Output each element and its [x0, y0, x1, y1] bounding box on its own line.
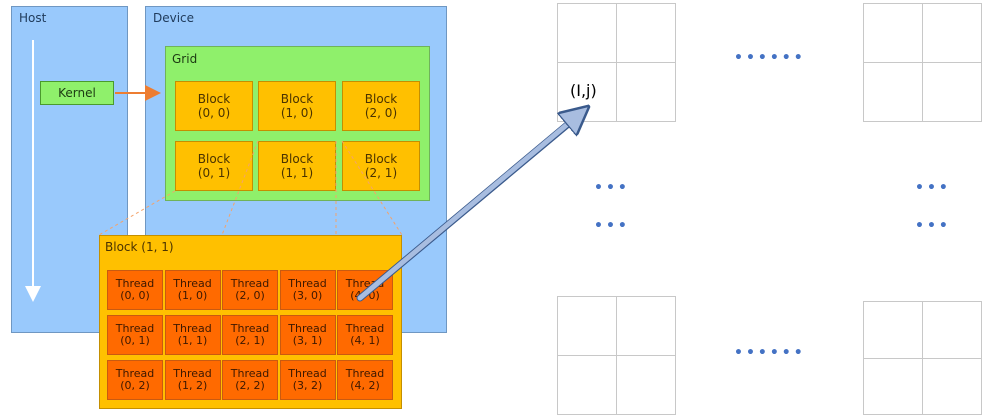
block-label: Block: [280, 152, 314, 166]
thread-index: (4, 1): [350, 334, 380, 347]
thread-label: Thread: [345, 322, 385, 335]
thread-cell: Thread(0, 0): [107, 270, 163, 310]
grid-block: Block (2, 1): [342, 141, 420, 191]
thread-index: (0, 0): [120, 289, 150, 302]
thread-label: Thread: [288, 322, 327, 335]
thread-label: Thread: [115, 367, 155, 380]
ellipsis-right-1: •••: [915, 180, 951, 196]
ellipsis-right-2: •••: [915, 218, 951, 234]
thread-index: (1, 2): [177, 379, 208, 392]
thread-cell: Thread(1, 0): [164, 270, 221, 310]
block-index: (0, 1): [197, 166, 231, 180]
block-index: (0, 0): [197, 106, 231, 120]
block-index: (2, 0): [364, 106, 398, 120]
ellipsis-bottom: ••••••: [734, 345, 806, 361]
ellipsis-top: ••••••: [734, 50, 806, 66]
block-label: Block: [364, 152, 398, 166]
thread-cell: Thread(2, 0): [222, 270, 278, 310]
matrix-cell-bottom-right: [863, 301, 982, 415]
grid-block: Block (1, 1): [258, 141, 336, 191]
thread-index: (2, 1): [235, 334, 265, 347]
zoom-connector: [341, 140, 403, 236]
thread-label: Thread: [173, 322, 212, 335]
thread-index: (3, 1): [292, 334, 323, 347]
grid-title: Grid: [172, 52, 198, 66]
thread-label: Thread: [173, 367, 212, 380]
thread-label: Thread: [230, 367, 270, 380]
thread-index: (0, 1): [120, 334, 150, 347]
matrix-cell-top-left: [557, 3, 676, 122]
kernel-box: Kernel: [40, 81, 114, 105]
zoom-connector: [98, 190, 176, 236]
matrix-cell-bottom-left: [557, 296, 676, 415]
block-index: (1, 0): [280, 106, 314, 120]
thread-cell: Thread(0, 2): [107, 360, 163, 400]
thread-cell: Thread(3, 2): [279, 360, 336, 400]
thread-index: (3, 0): [292, 289, 323, 302]
host-panel: Host: [11, 6, 128, 333]
thread-cell: Thread(1, 1): [164, 315, 221, 355]
cell-divider: [558, 355, 675, 356]
thread-index: (2, 0): [235, 289, 265, 302]
ellipsis-left-1: •••: [594, 180, 630, 196]
thread-index: (4, 2): [350, 379, 380, 392]
thread-cell: Thread(4, 2): [337, 360, 393, 400]
zoom-connector: [221, 140, 259, 236]
host-title: Host: [19, 11, 47, 25]
ellipsis-left-2: •••: [594, 218, 630, 234]
block-label: Block: [280, 92, 314, 106]
thread-label: Thread: [115, 322, 155, 335]
thread-label: Thread: [345, 367, 385, 380]
thread-label: Thread: [173, 277, 212, 290]
thread-index: (1, 1): [177, 334, 208, 347]
grid-block: Block (1, 0): [258, 81, 336, 131]
thread-index: (3, 2): [292, 379, 323, 392]
grid-block: Block (2, 0): [342, 81, 420, 131]
block-index: (2, 1): [364, 166, 398, 180]
thread-label: Thread: [230, 277, 270, 290]
block-detail-title: Block (1, 1): [105, 240, 174, 254]
block-index: (1, 1): [280, 166, 314, 180]
index-label: (I,j): [570, 81, 597, 100]
grid-block: Block (0, 0): [175, 81, 253, 131]
thread-cell: Thread(3, 0): [279, 270, 336, 310]
matrix-cell-top-right: [863, 3, 982, 122]
grid-block: Block (0, 1): [175, 141, 253, 191]
kernel-label: Kernel: [58, 86, 96, 100]
thread-to-element-arrow-fill: [357, 112, 582, 301]
thread-cell: Thread(4, 1): [337, 315, 393, 355]
cell-divider: [864, 62, 981, 63]
thread-index: (2, 2): [235, 379, 265, 392]
cell-divider: [558, 62, 675, 63]
block-label: Block: [364, 92, 398, 106]
thread-index: (0, 2): [120, 379, 150, 392]
thread-cell: Thread(2, 1): [222, 315, 278, 355]
thread-label: Thread: [115, 277, 155, 290]
thread-cell: Thread(1, 2): [164, 360, 221, 400]
thread-label: Thread: [288, 277, 327, 290]
block-label: Block: [197, 152, 231, 166]
thread-label: Thread: [288, 367, 327, 380]
block-label: Block: [197, 92, 231, 106]
thread-cell: Thread(3, 1): [279, 315, 336, 355]
cell-divider: [864, 358, 981, 359]
thread-label: Thread: [230, 322, 270, 335]
device-title: Device: [153, 11, 195, 25]
thread-index: (1, 0): [177, 289, 208, 302]
thread-cell: Thread(2, 2): [222, 360, 278, 400]
thread-cell: Thread(0, 1): [107, 315, 163, 355]
